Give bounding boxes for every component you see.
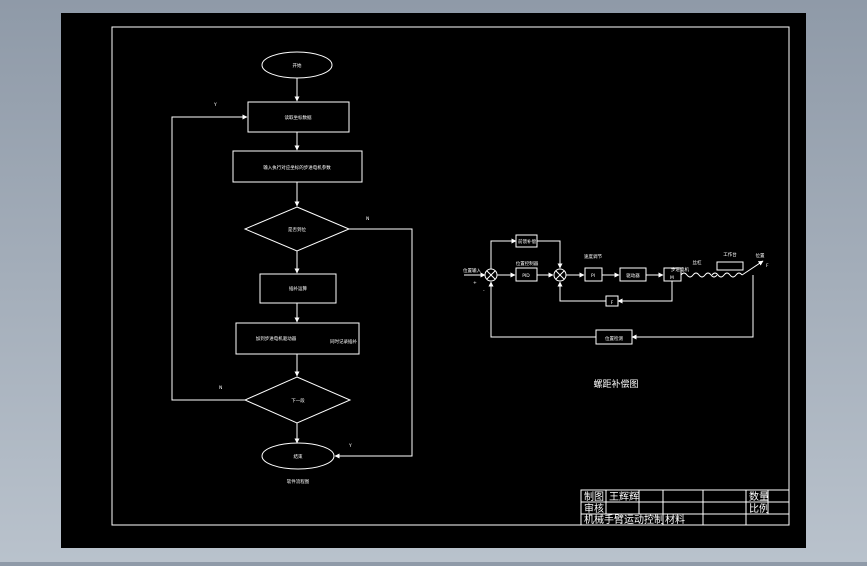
drawing-frame <box>111 26 790 526</box>
loop-back-line <box>171 114 248 401</box>
exit-top-label: N <box>366 216 369 222</box>
drawn-by-label: 制图 <box>584 490 604 503</box>
read-coordinates-label: 读取坐标数据 <box>285 114 312 121</box>
end-label: 结束 <box>294 453 303 460</box>
pid-label: PID <box>522 273 530 279</box>
next-segment-label: 下一段 <box>291 397 305 404</box>
interpolation-box[interactable] <box>259 273 337 304</box>
summing-junction-1 <box>484 268 498 282</box>
output-arrow <box>741 260 764 276</box>
loop-top-label: Y <box>213 102 217 108</box>
interpolation-label: 插补运算 <box>289 285 307 292</box>
lead-screw <box>680 272 718 278</box>
feedforward-label: 前馈补偿 <box>518 238 536 245</box>
drawing-title: 机械手臂运动控制 <box>584 513 664 526</box>
loop-bottom-label: N <box>219 385 222 391</box>
software-flowchart: 开始 读取坐标数据 输入执行对应坐标的步进电机参数 是否到位 插补运算 加到步进… <box>171 51 413 485</box>
checked-by-label: 审核 <box>584 502 604 515</box>
screw-label: 丝杠 <box>693 259 702 266</box>
material-label: 材料 <box>665 513 685 526</box>
model-space <box>61 13 806 548</box>
block-diagram-caption: 螺距补偿图 <box>593 378 638 390</box>
driver-label: 驱动器 <box>626 272 640 279</box>
title-block: 制图 王辉辉 审核 数量 比例 机械手臂运动控制 材料 <box>580 489 790 526</box>
read-coordinates-box[interactable] <box>247 101 350 133</box>
record-note-label: 同时记录插补 <box>330 338 357 345</box>
position-feedback-return <box>488 281 596 338</box>
in-position-label: 是否到位 <box>288 226 306 233</box>
worktable-block[interactable] <box>716 261 744 271</box>
quantity-label: 数量 <box>749 490 769 503</box>
motor-label: 步进电机 <box>671 266 689 273</box>
start-label: 开始 <box>293 62 302 69</box>
feedforward-line-in <box>490 238 517 269</box>
scale-label: 比例 <box>749 502 769 515</box>
position-feedback-line <box>631 275 754 340</box>
output-x-label: F <box>766 263 769 269</box>
speed-feedback-line <box>617 281 673 304</box>
minus-sign: - <box>483 289 485 294</box>
exit-branch-line <box>334 228 413 459</box>
feedforward-line-out <box>537 240 563 269</box>
lead-screw-right <box>711 272 743 278</box>
to-driver-box[interactable] <box>235 322 360 355</box>
pi-label: PI <box>591 273 595 279</box>
title-block-frame <box>580 489 790 526</box>
flowchart-caption: 软件流程图 <box>287 478 310 485</box>
input-motor-params-label: 输入执行对应坐标的步进电机参数 <box>263 164 331 171</box>
end-terminal[interactable] <box>261 442 335 470</box>
pitch-compensation-diagram: 位置输入 + - 位置控制器 PID 前馈补偿 速度调节 PI <box>463 234 769 390</box>
speed-feedback-label: F <box>611 300 614 306</box>
worktable-label: 工作台 <box>723 251 737 258</box>
motor-box-label: M <box>670 275 674 281</box>
speed-feedback-return <box>557 281 606 302</box>
plus-sign: + <box>473 280 477 286</box>
position-input-label: 位置输入 <box>463 267 481 274</box>
to-driver-label: 加到步进电机驱动器 <box>256 335 297 342</box>
drawn-by-name: 王辉辉 <box>609 491 639 503</box>
speed-regulator-label: 速度调节 <box>584 253 602 260</box>
position-controller-label: 位置控制器 <box>516 260 539 267</box>
exit-bottom-label: Y <box>348 443 352 449</box>
position-detect-label: 位置检测 <box>605 335 623 342</box>
output-label: 位置 <box>756 252 765 259</box>
summing-junction-2 <box>553 268 567 282</box>
input-motor-params-box[interactable] <box>232 150 363 183</box>
